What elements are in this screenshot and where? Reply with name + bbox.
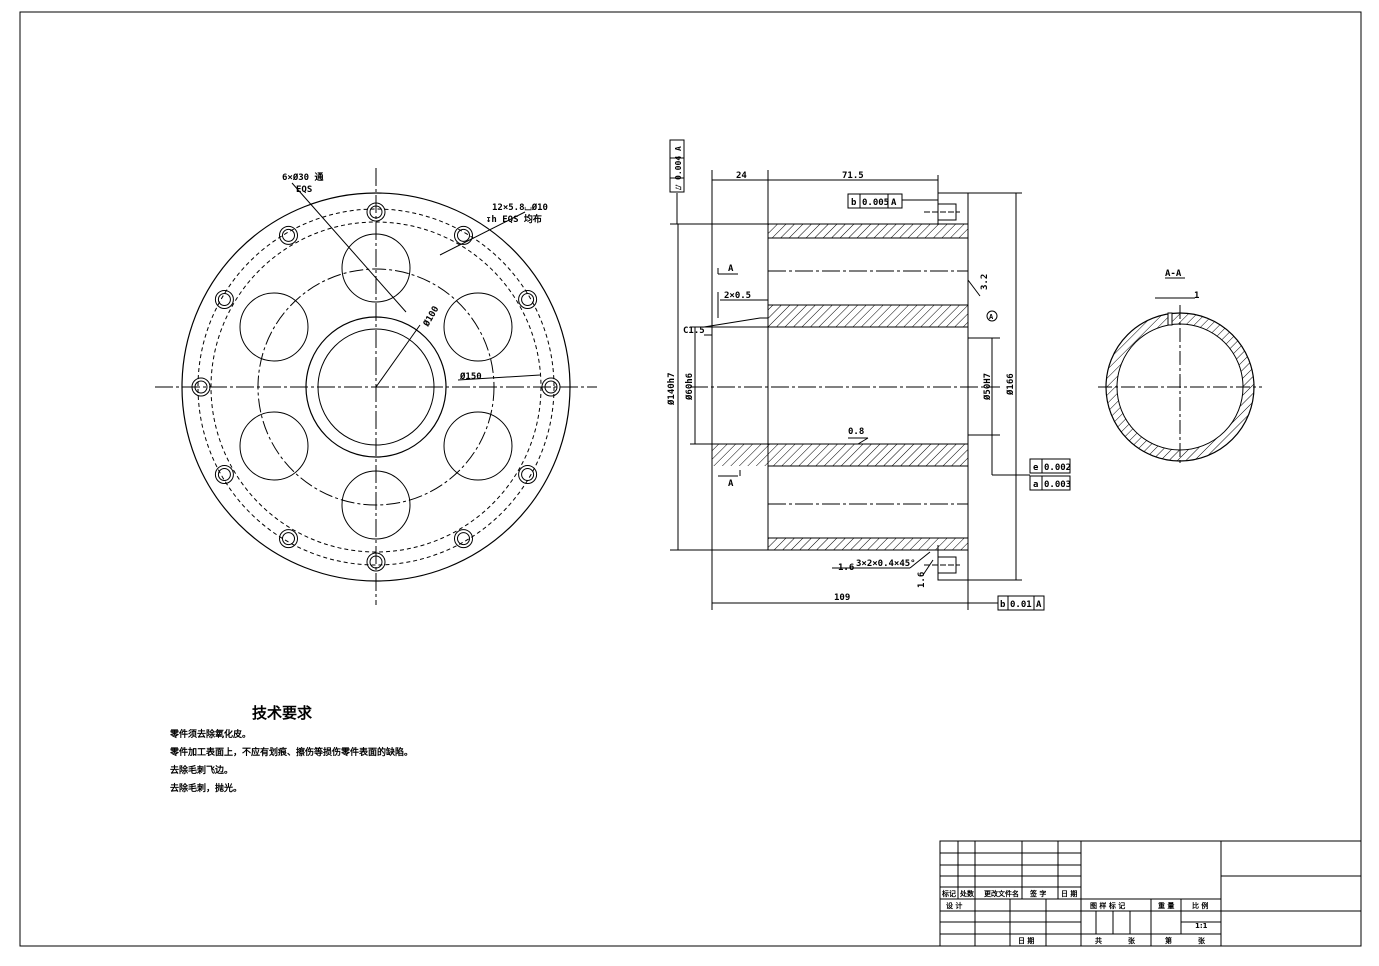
tb-sheet: 张 — [1128, 936, 1136, 945]
tb-date: 日 期 — [1061, 889, 1077, 898]
bolt-hole — [282, 228, 295, 242]
bolt-hole — [518, 290, 538, 309]
callout-holes-top: 6×Ø30 通 — [282, 171, 324, 183]
bolt-hole — [454, 225, 473, 245]
tech-req-list: 零件须去除氧化皮。 零件加工表面上，不应有划痕、擦伤等损伤零件表面的缺陷。 去除… — [170, 726, 413, 798]
tol-e-sym: e — [1033, 463, 1039, 473]
tech-req-line: 去除毛刺飞边。 — [170, 766, 234, 776]
tolerance-frames — [847, 193, 1071, 611]
tol-b-bot-ref: A — [1036, 600, 1042, 610]
dia-50-label: Ø50H7 — [982, 373, 993, 401]
section-dim-1: 1 — [1194, 291, 1199, 301]
bolt-hole — [217, 468, 231, 481]
bolt-hole — [194, 380, 208, 394]
bolt-hole — [282, 532, 295, 546]
section-title: A-A — [1165, 269, 1182, 279]
side-view — [669, 139, 1030, 610]
callout-holes-bottom: EQS — [296, 185, 312, 195]
tb-drawing-mark: 图 样 标 记 — [1090, 901, 1125, 910]
dia-140-label: Ø140h7 — [666, 372, 677, 406]
tb-scale-val: 1:1 — [1195, 922, 1208, 930]
tb-page: 第 — [1165, 936, 1172, 945]
tol-b-top-val: 0.005 — [862, 198, 889, 208]
roughness-3-2: 3.2 — [980, 274, 990, 290]
dia-166-label: Ø166 — [1005, 373, 1016, 396]
bolt-hole — [366, 202, 386, 222]
tb-date2: 日 期 — [1018, 936, 1034, 945]
tb-mark: 标记 — [941, 889, 956, 898]
section-mark-bottom: A — [728, 479, 734, 489]
tol-b-top-ref: A — [891, 198, 897, 208]
tol-b-top-sym: b — [851, 198, 857, 208]
tech-req-line: 零件须去除氧化皮。 — [170, 730, 252, 740]
tb-total: 共 — [1095, 936, 1102, 945]
bolt-hole — [369, 555, 383, 569]
tb-weight: 重 量 — [1158, 901, 1174, 910]
chamfer-label: C1.5 — [683, 326, 705, 336]
tb-sheet2: 张 — [1198, 936, 1206, 945]
sheet-border — [19, 11, 1362, 947]
callout-screw-top: 12×5.8⌴Ø10 — [492, 202, 548, 213]
dim-109: 109 — [834, 593, 850, 603]
bolt-hole — [214, 290, 234, 309]
bolt-hole — [191, 377, 211, 397]
bolt-hole — [541, 377, 561, 397]
bolt-hole — [457, 228, 470, 242]
title-block — [939, 840, 1362, 947]
bolt-hole — [518, 465, 538, 484]
roughness-1-6b: 1.6 — [917, 572, 927, 588]
bolt-hole — [544, 380, 558, 394]
bolt-hole — [521, 293, 535, 306]
roughness-1-6a: 1.6 — [838, 563, 854, 573]
tol-e-val: 0.002 — [1044, 463, 1071, 473]
tol-top-left: ⌰ 0.004 A — [674, 146, 683, 191]
tech-req-line: 去除毛刺，抛光。 — [170, 784, 243, 794]
dim-24: 24 — [736, 171, 747, 181]
roughness-0-8: 0.8 — [848, 427, 864, 437]
bolt-hole — [369, 205, 383, 219]
section-view — [1098, 277, 1262, 465]
tol-a-sym: a — [1033, 480, 1038, 490]
dia-150-label: Ø150 — [459, 371, 482, 382]
bolt-hole — [366, 552, 386, 572]
callout-screw-bottom: ↧h EQS 均布 — [486, 213, 542, 225]
tb-scale: 比 例 — [1192, 901, 1208, 910]
section-mark-top: A — [728, 264, 734, 274]
bolt-hole — [457, 532, 470, 546]
tech-req-line: 零件加工表面上，不应有划痕、擦伤等损伤零件表面的缺陷。 — [170, 748, 414, 758]
bolt-hole — [279, 529, 298, 549]
bolt-hole — [454, 529, 473, 549]
tol-a-val: 0.003 — [1044, 480, 1071, 490]
bolt-hole — [521, 468, 535, 481]
bolt-hole — [217, 293, 231, 306]
groove-label: 3×2×0.4×45° — [856, 559, 916, 569]
dim-2x0-5: 2×0.5 — [724, 291, 751, 301]
tech-req-title: 技术要求 — [252, 704, 313, 722]
tb-design: 设 计 — [946, 901, 962, 910]
datum-a: A — [989, 313, 994, 321]
dia-60-label: Ø60h6 — [684, 373, 695, 401]
tol-b-bot-val: 0.01 — [1010, 600, 1032, 610]
tol-b-bot-sym: b — [1000, 600, 1006, 610]
bolt-hole — [279, 225, 298, 245]
dim-71-5: 71.5 — [842, 171, 864, 181]
tb-change-doc: 更改文件名 — [984, 889, 1019, 898]
front-view — [155, 168, 597, 605]
tb-count: 处数 — [959, 889, 975, 898]
dia-100-label: Ø100 — [421, 304, 442, 329]
bolt-hole — [214, 465, 234, 484]
tb-sign: 签 字 — [1029, 889, 1046, 898]
